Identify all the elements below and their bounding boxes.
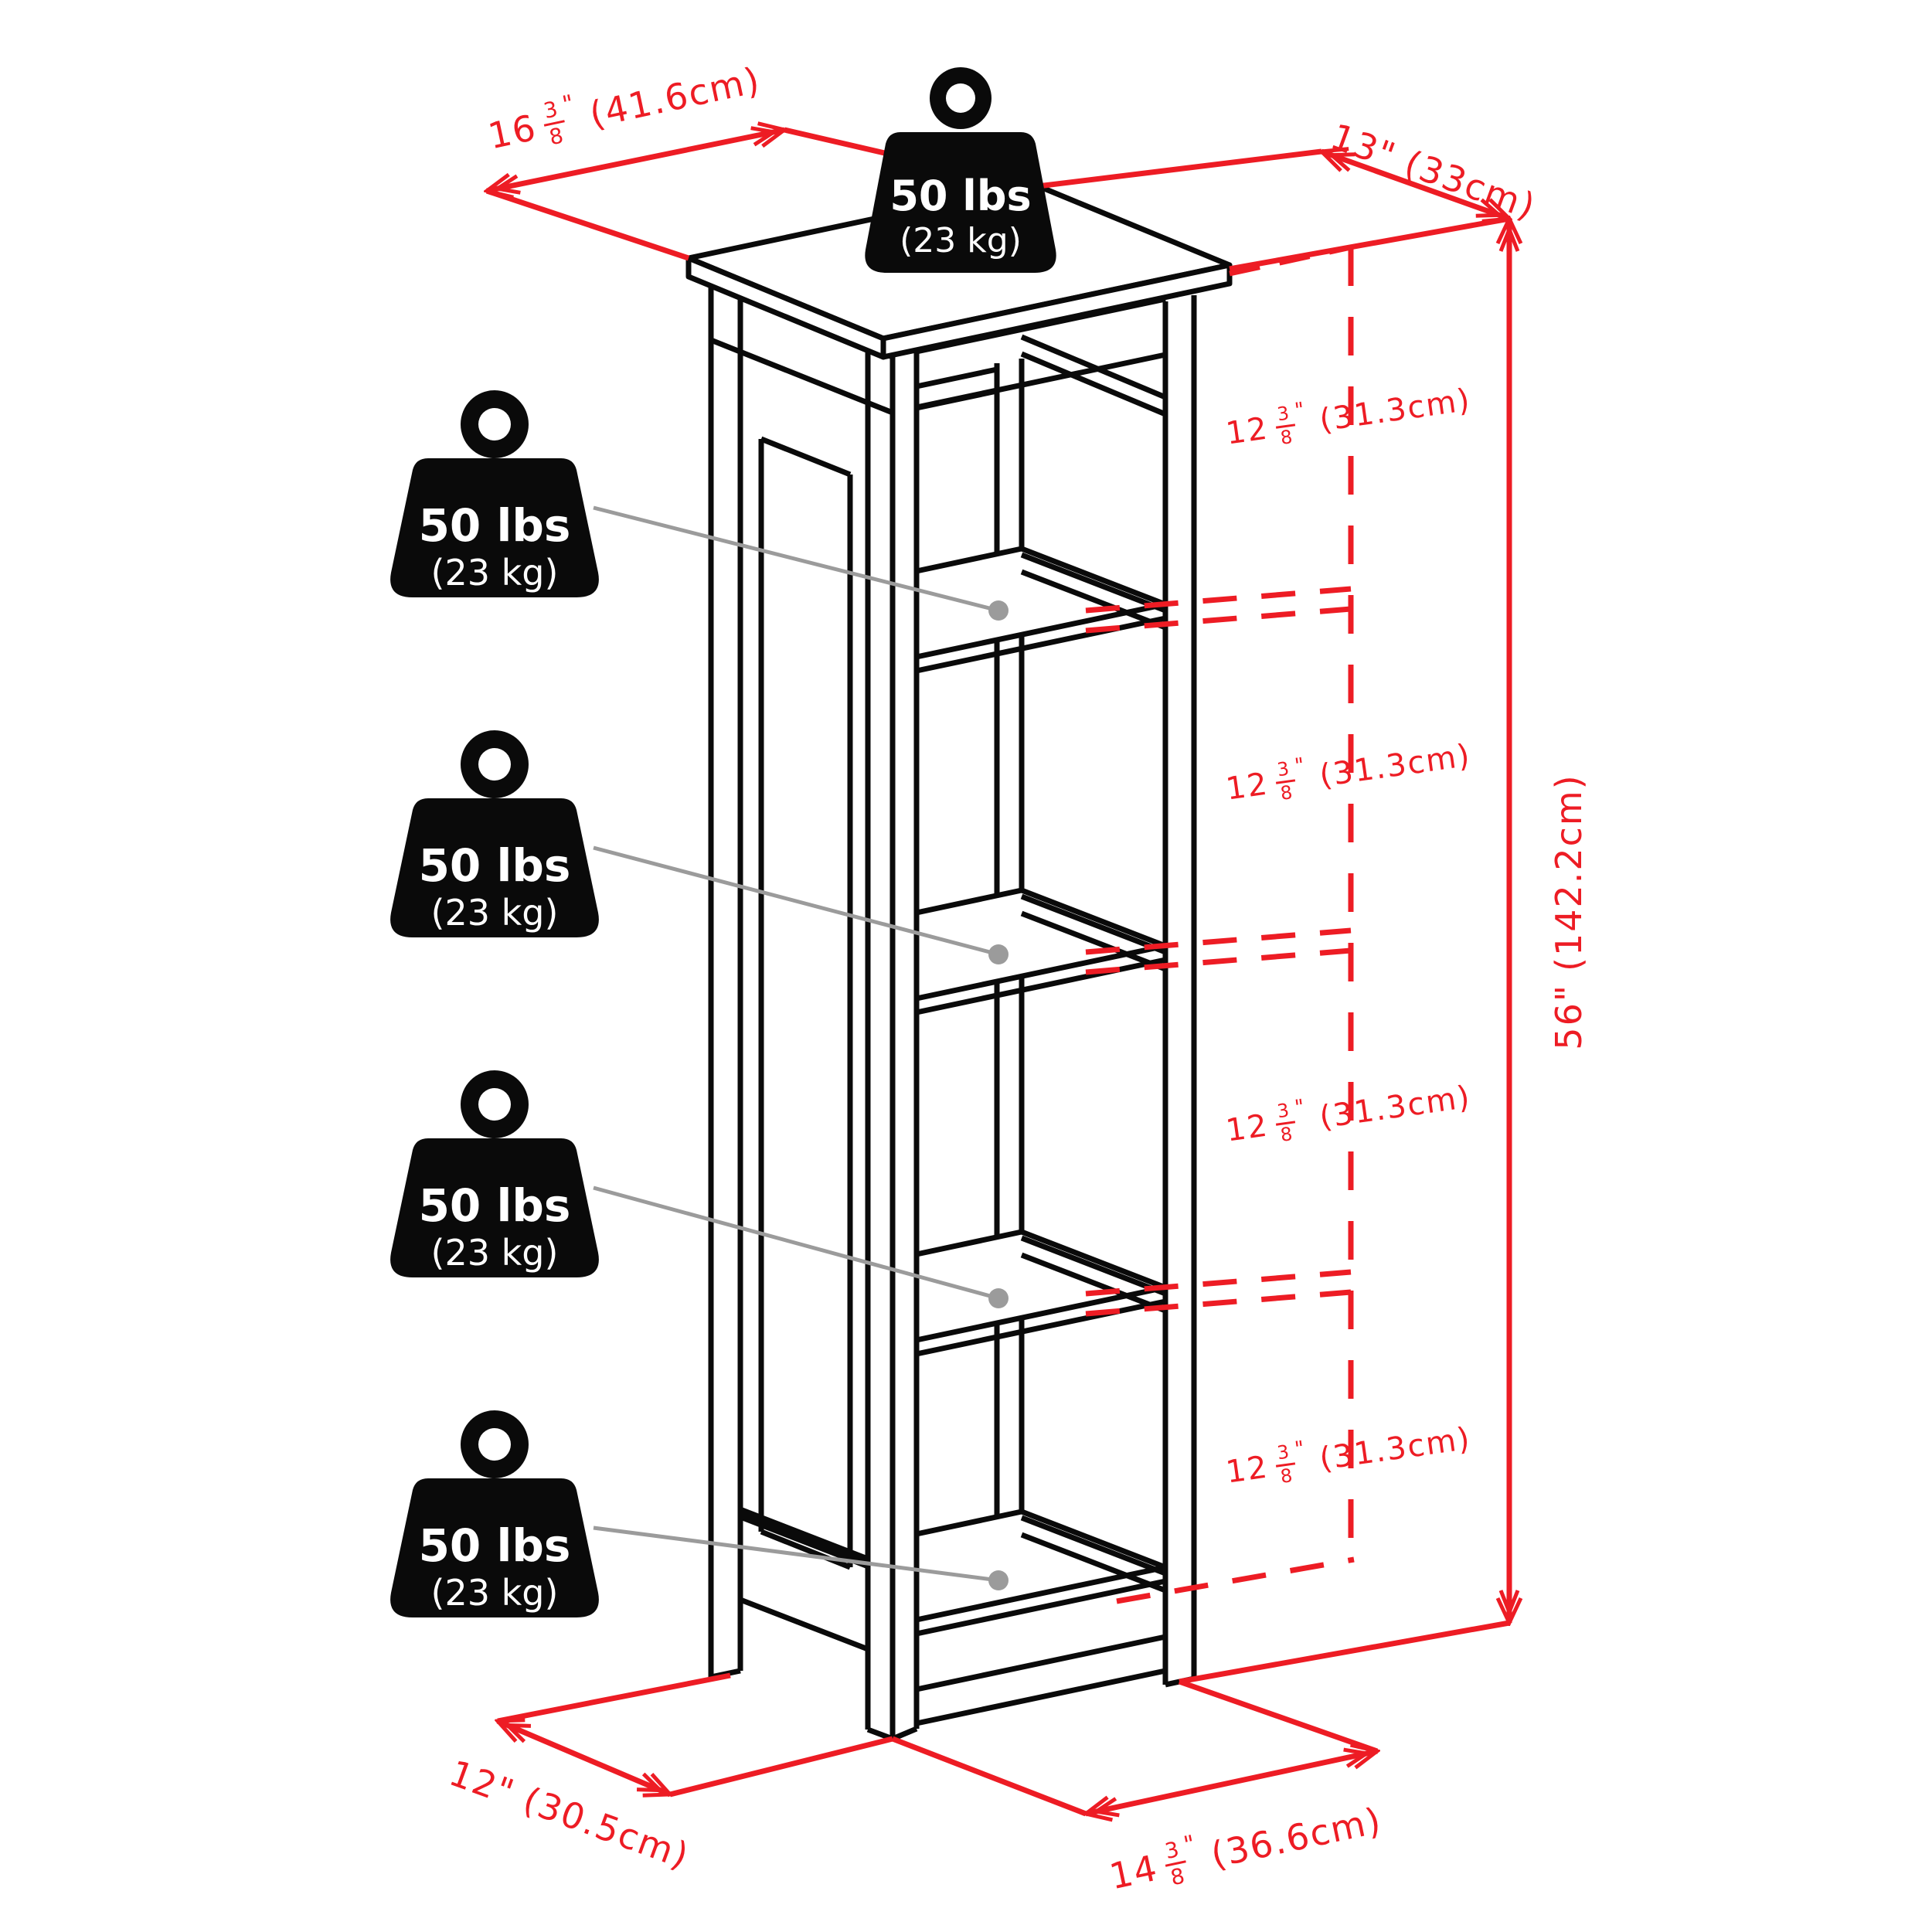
dimension-base-depth-lines <box>498 1672 893 1794</box>
dimension-lines <box>487 130 1509 1814</box>
weight-lbs-label: 50 lbs <box>419 839 571 892</box>
weight-icon-shelf-1: 50 lbs (23 kg) <box>390 390 599 597</box>
side-panel <box>708 281 894 1739</box>
dimension-value: 16 <box>485 106 541 158</box>
weight-kg-label: (23 kg) <box>431 1232 559 1274</box>
shelf-1 <box>913 546 1168 674</box>
dimension-metric: (142.2cm) <box>1548 774 1590 971</box>
weight-kg-label: (23 kg) <box>900 221 1022 260</box>
weight-kg-label: (23 kg) <box>431 892 559 934</box>
weight-icon-shelf-4: 50 lbs (23 kg) <box>390 1410 599 1617</box>
dimension-value: 14 <box>1106 1846 1162 1898</box>
weight-kg-label: (23 kg) <box>431 1572 559 1614</box>
dimension-height-label: 56" (142.2cm) <box>1548 774 1590 1050</box>
weight-lbs-label: 50 lbs <box>419 1179 571 1232</box>
leader-dots <box>988 600 1009 1590</box>
weight-lbs-label: 50 lbs <box>889 172 1031 220</box>
dimension-base-width-lines <box>891 1679 1377 1814</box>
weight-lbs-label: 50 lbs <box>419 499 571 552</box>
weight-kg-label: (23 kg) <box>431 552 559 594</box>
weight-icons: 50 lbs (23 kg) 50 lbs (23 kg) 50 lbs (23… <box>390 67 1056 1617</box>
weight-icon-top: 50 lbs (23 kg) <box>865 67 1056 273</box>
shelf-unit-drawing <box>685 182 1233 1742</box>
weight-icon-shelf-2: 50 lbs (23 kg) <box>390 730 599 937</box>
weight-lbs-label: 50 lbs <box>419 1519 571 1572</box>
weight-icon-shelf-3: 50 lbs (23 kg) <box>390 1070 599 1277</box>
dimension-value: 56" <box>1548 983 1590 1050</box>
dimension-height-lines <box>1179 219 1509 1685</box>
shelf-2 <box>913 887 1168 1015</box>
shelf-spacing-reference-lines <box>1085 244 1355 1604</box>
shelf-3 <box>913 1229 1168 1357</box>
leader-lines <box>593 505 1009 1590</box>
dimension-top-depth-lines <box>1037 151 1509 272</box>
